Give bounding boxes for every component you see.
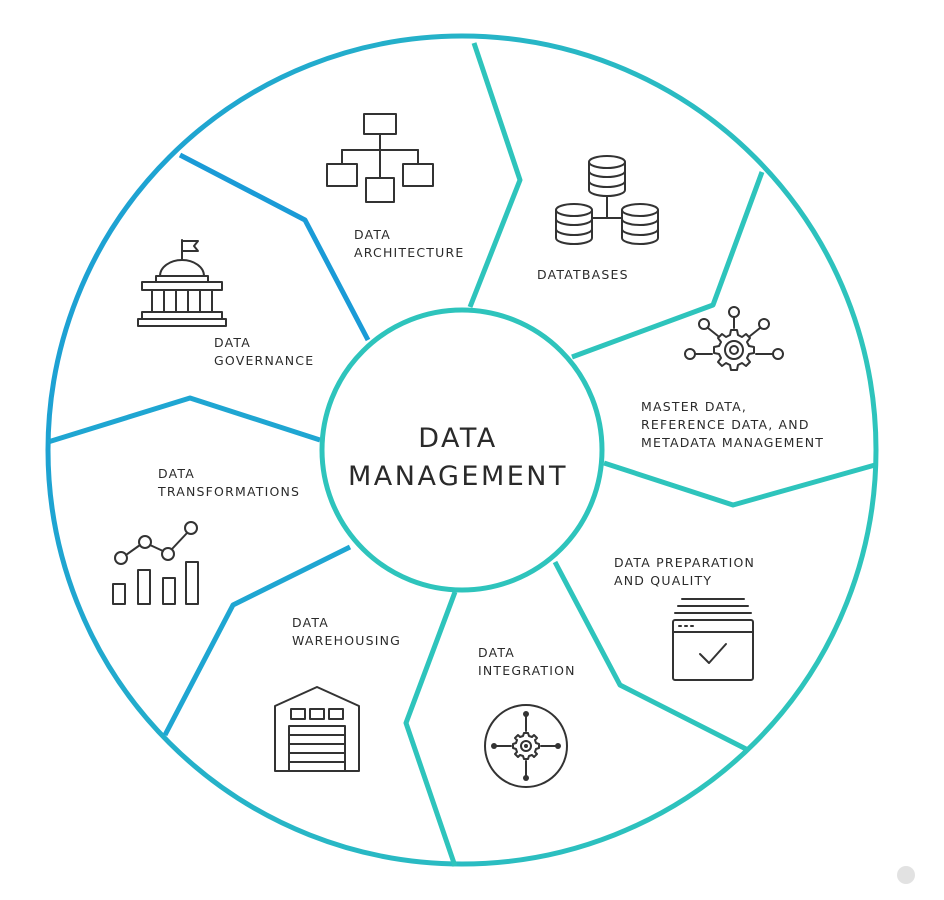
label-line: METADATA MANAGEMENT [641,435,825,450]
center-title-line1: DATA [418,423,498,454]
label-line: REFERENCE DATA, AND [641,417,810,432]
label-data-transformations: DATA TRANSFORMATIONS [158,465,300,501]
label-line: DATA [158,466,196,481]
label-line: DATA [292,615,330,630]
network-gear-icon [682,306,786,388]
label-master-data: MASTER DATA, REFERENCE DATA, AND METADAT… [641,398,824,452]
page-indicator-dot[interactable] [897,866,915,884]
label-line: INTEGRATION [478,663,576,678]
center-circle [319,307,605,593]
label-databases: DATATBASES [537,266,629,284]
divider-architecture-databases [467,42,523,308]
outer-ring [45,33,879,867]
label-data-integration: DATA INTEGRATION [478,644,576,680]
label-data-architecture: DATA ARCHITECTURE [354,226,464,262]
label-data-warehousing: DATA WAREHOUSING [292,614,401,650]
government-building-icon [134,236,228,330]
label-line: MASTER DATA, [641,399,748,414]
label-line: DATA PREPARATION [614,555,756,570]
label-line: TRANSFORMATIONS [158,484,301,499]
label-data-governance: DATA GOVERNANCE [214,334,314,370]
divider-warehousing-transformations [162,544,352,737]
center-title: DATA MANAGEMENT [318,420,598,496]
divider-integration-warehousing [403,591,458,867]
bar-line-chart-icon [110,518,202,608]
label-line: DATA [354,227,392,242]
label-line: AND QUALITY [614,573,713,588]
divider-master-preparation [603,460,876,508]
label-line: DATATBASES [537,267,629,282]
divider-governance-architecture [178,152,371,342]
database-stack-icon [553,152,661,248]
warehouse-icon [272,684,362,774]
integration-gear-icon [482,702,570,790]
divider-databases-master [571,171,765,360]
divider-transformations-governance [47,395,321,445]
divider-preparation-integration [552,560,750,753]
label-line: WAREHOUSING [292,633,402,648]
hierarchy-chart-icon [324,112,436,208]
label-line: ARCHITECTURE [354,245,465,260]
center-title-line2: MANAGEMENT [348,461,568,492]
label-line: GOVERNANCE [214,353,315,368]
label-line: DATA [214,335,252,350]
label-line: DATA [478,645,516,660]
label-data-preparation: DATA PREPARATION AND QUALITY [614,554,755,590]
checked-document-icon [670,596,756,684]
